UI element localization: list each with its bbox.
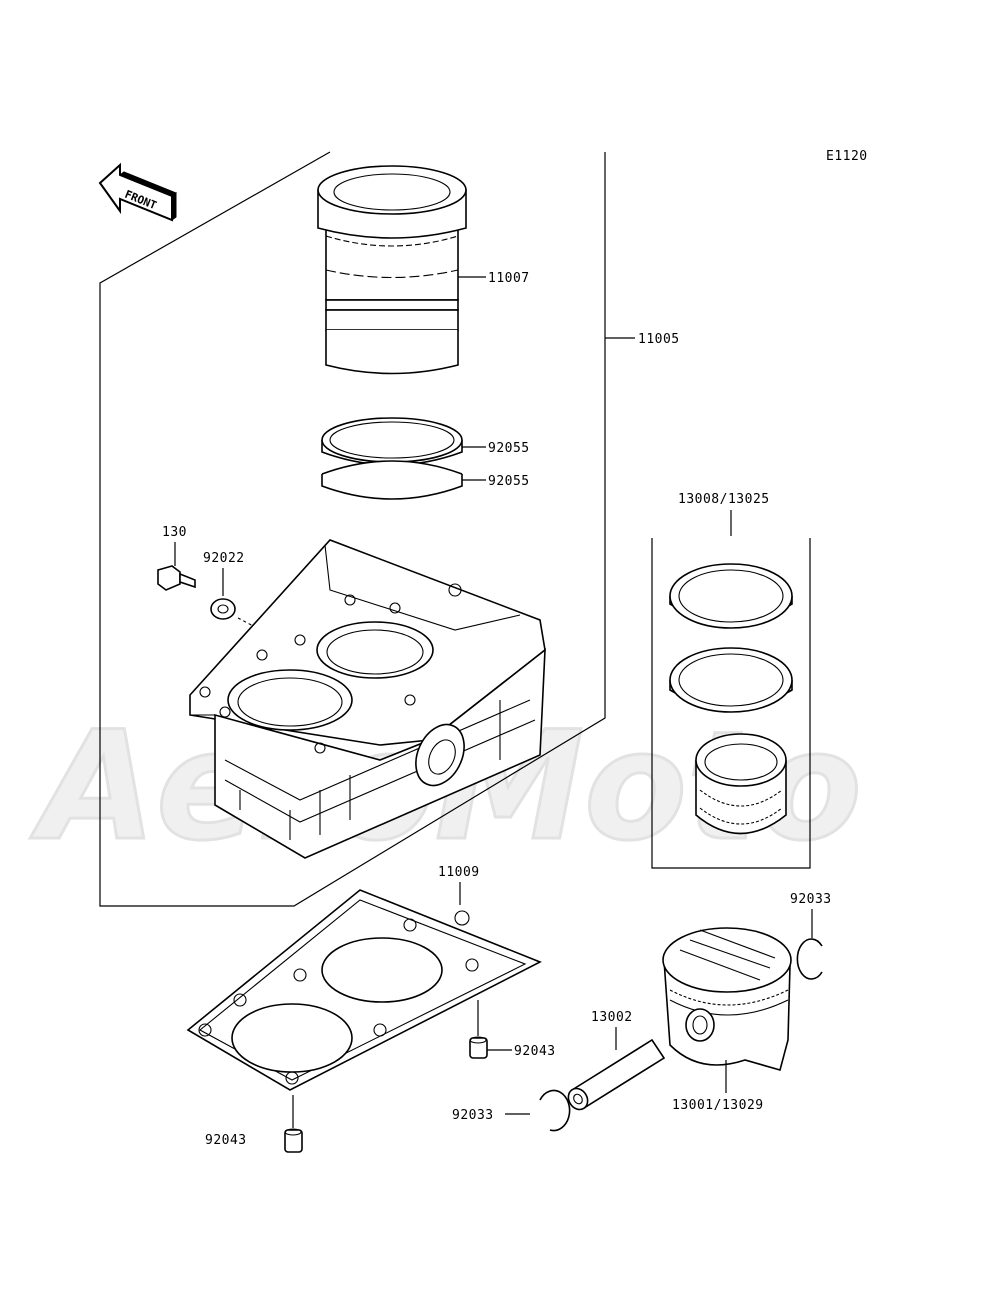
piston-ring-top bbox=[669, 563, 793, 629]
label-bolt: 130 bbox=[162, 525, 187, 540]
label-dowel-lower: 92043 bbox=[205, 1133, 247, 1148]
label-piston: 13001/13029 bbox=[672, 1098, 764, 1113]
label-liner: 11007 bbox=[488, 271, 530, 286]
front-arrow-icon: FRONT bbox=[98, 162, 178, 222]
piston-pin-icon bbox=[567, 1038, 666, 1111]
label-circlip-right: 92033 bbox=[790, 892, 832, 907]
dowel-upper-icon bbox=[469, 1036, 488, 1059]
cylinder-liner bbox=[317, 165, 467, 375]
ring-set-frame bbox=[651, 538, 811, 869]
bolt-icon bbox=[157, 565, 196, 591]
label-dowel-upper: 92043 bbox=[514, 1044, 556, 1059]
oil-ring bbox=[695, 733, 787, 835]
label-washer: 92022 bbox=[203, 551, 245, 566]
cylinder-assembly-frame bbox=[99, 151, 606, 907]
label-cylinder: 11005 bbox=[638, 332, 680, 347]
diagram-code: E1120 bbox=[826, 149, 868, 164]
o-ring-lower bbox=[321, 460, 463, 500]
o-ring-upper bbox=[321, 417, 463, 466]
label-ring-set: 13008/13025 bbox=[678, 492, 770, 507]
label-base-gasket: 11009 bbox=[438, 865, 480, 880]
label-pin: 13002 bbox=[591, 1010, 633, 1025]
circlip-left-icon bbox=[539, 1089, 571, 1132]
piston bbox=[662, 927, 792, 1071]
piston-ring-second bbox=[669, 647, 793, 713]
circlip-right-icon bbox=[796, 938, 823, 980]
washer-icon bbox=[210, 598, 236, 620]
label-circlip-left: 92033 bbox=[452, 1108, 494, 1123]
label-oring-2: 92055 bbox=[488, 474, 530, 489]
label-oring-1: 92055 bbox=[488, 441, 530, 456]
dowel-lower-icon bbox=[284, 1128, 303, 1153]
cylinder-block bbox=[189, 539, 546, 859]
base-gasket bbox=[186, 889, 542, 1091]
